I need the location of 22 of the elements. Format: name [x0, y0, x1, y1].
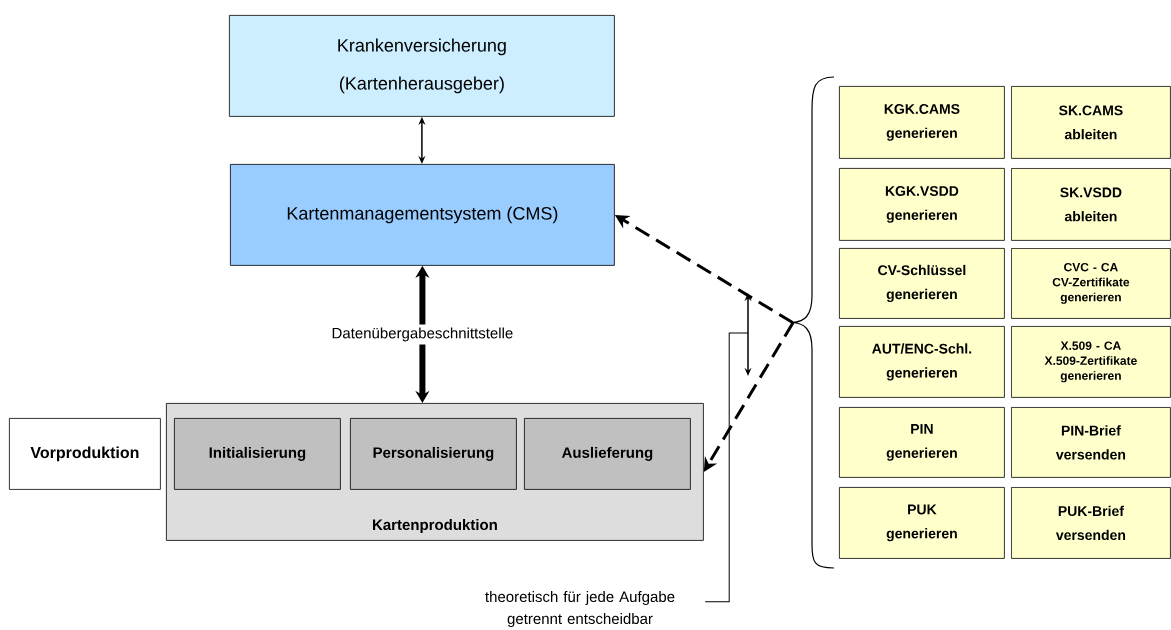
curly-brace: [792, 76, 835, 569]
leader-line: [704, 332, 749, 603]
task-box: SK.VSDD ableiten: [1011, 168, 1171, 241]
task-box: KGK.VSDD generieren: [839, 168, 1005, 241]
task-box: PIN-Brief versenden: [1011, 407, 1171, 478]
task-box: SK.CAMS ableiten: [1011, 86, 1171, 159]
task-box: PUK-Brief versenden: [1011, 487, 1171, 559]
task-box: X.509 - CA X.509-Zertifikate generieren: [1011, 326, 1171, 398]
task-box: AUT/ENC-Schl. generieren: [839, 326, 1005, 398]
note-text: theoretisch für jede Aufgabe getrennt entscheidbar: [485, 591, 675, 627]
edge-label: Datenübergabeschnittstelle: [328, 324, 517, 345]
process-box: Initialisierung: [174, 418, 341, 490]
task-box: CV-Schlüssel generieren: [839, 248, 1005, 319]
process-box: Vorproduktion: [9, 418, 161, 490]
task-box: PIN generieren: [839, 407, 1005, 478]
process-box: Auslieferung: [524, 418, 691, 490]
process-box: Krankenversicherung (Kartenherausgeber): [229, 15, 615, 117]
task-box: PUK generieren: [839, 487, 1005, 559]
task-box: KGK.CAMS generieren: [839, 86, 1005, 159]
process-box: Personalisierung: [350, 418, 517, 490]
task-box: CVC - CA CV-Zertifikate generieren: [1011, 248, 1171, 319]
process-box: Kartenmanagementsystem (CMS): [230, 164, 615, 266]
